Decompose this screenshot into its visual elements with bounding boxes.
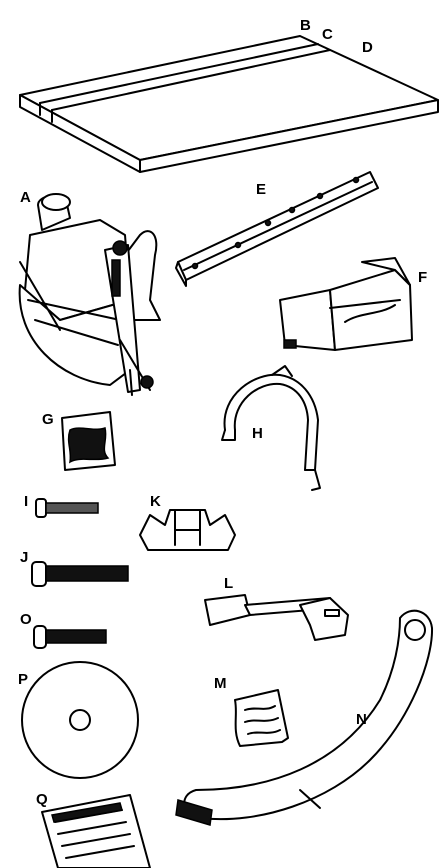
label-e: E (256, 182, 266, 197)
label-p: P (18, 672, 28, 687)
arm-n (176, 611, 432, 825)
label-j: J (20, 550, 28, 565)
instruction-sheet-q (42, 795, 150, 868)
label-f: F (418, 270, 427, 285)
clip-k (140, 510, 235, 550)
label-m: M (214, 676, 227, 691)
label-n: N (356, 712, 367, 727)
label-i: I (24, 494, 28, 509)
disc-p (22, 662, 138, 778)
label-d: D (362, 40, 373, 55)
label-h: H (252, 426, 263, 441)
label-c: C (322, 27, 333, 42)
label-a: A (20, 190, 31, 205)
bolt-j (32, 562, 128, 586)
table-boards (20, 36, 438, 172)
guard-h (222, 366, 320, 490)
bracket-e (176, 172, 378, 286)
bolt-o (34, 626, 106, 648)
label-b: B (300, 18, 311, 33)
label-k: K (150, 494, 161, 509)
hardware-bag-g (62, 412, 115, 470)
bag-m (235, 690, 288, 746)
label-l: L (224, 576, 233, 591)
screw-i (36, 499, 98, 517)
label-g: G (42, 412, 54, 427)
saw-motor-assembly (20, 194, 160, 395)
label-q: Q (36, 792, 48, 807)
bracket-l (205, 595, 348, 640)
label-o: O (20, 612, 32, 627)
bracket-f (280, 258, 412, 350)
